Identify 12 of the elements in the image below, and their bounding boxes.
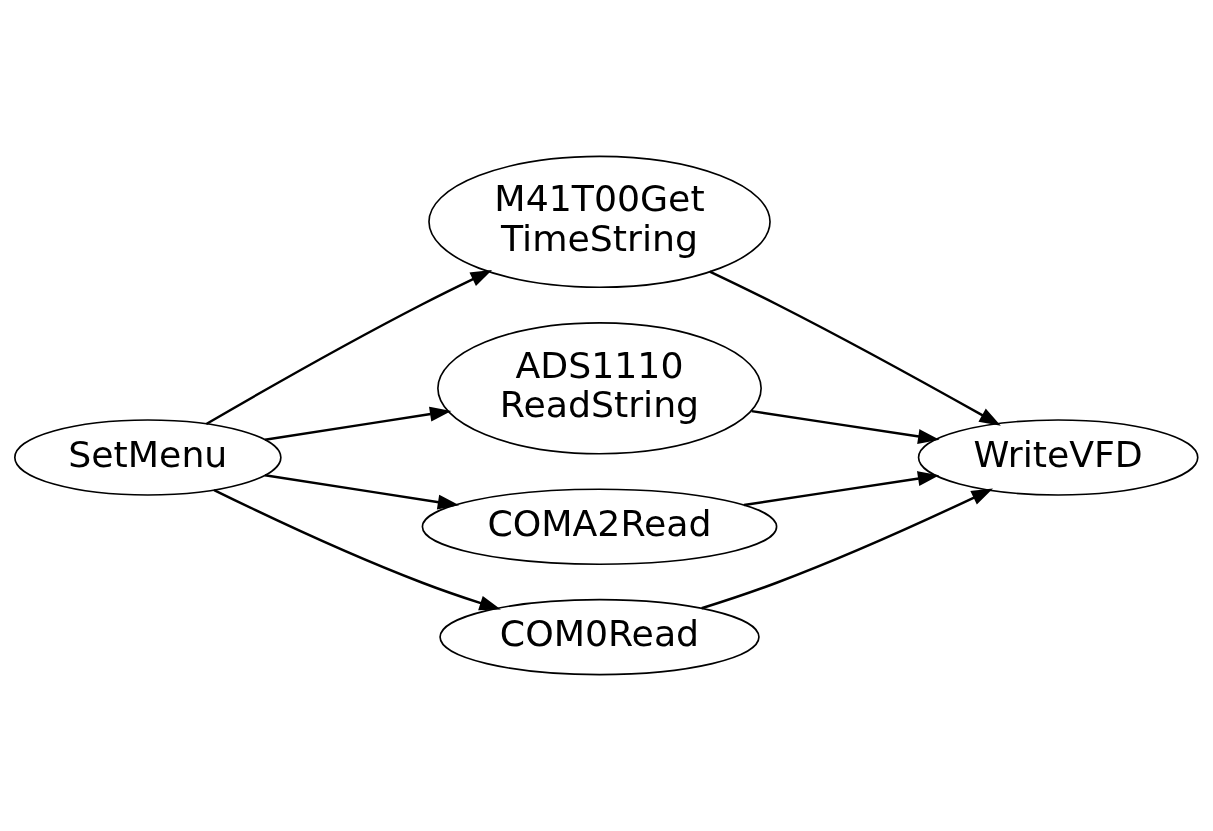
node-ellipse: COMA2Read xyxy=(421,488,778,566)
arrow xyxy=(264,474,460,510)
arrow xyxy=(709,270,1001,426)
arrow xyxy=(213,488,501,611)
node-ellipse: SetMenu xyxy=(14,419,282,496)
arrow xyxy=(205,270,493,426)
arrow xyxy=(751,409,940,444)
node-ellipse: ADS1110 ReadString xyxy=(437,322,762,455)
arrow xyxy=(743,471,940,507)
arrow xyxy=(264,406,452,441)
node-ellipse: COM0Read xyxy=(439,598,760,676)
arrow xyxy=(701,488,993,610)
